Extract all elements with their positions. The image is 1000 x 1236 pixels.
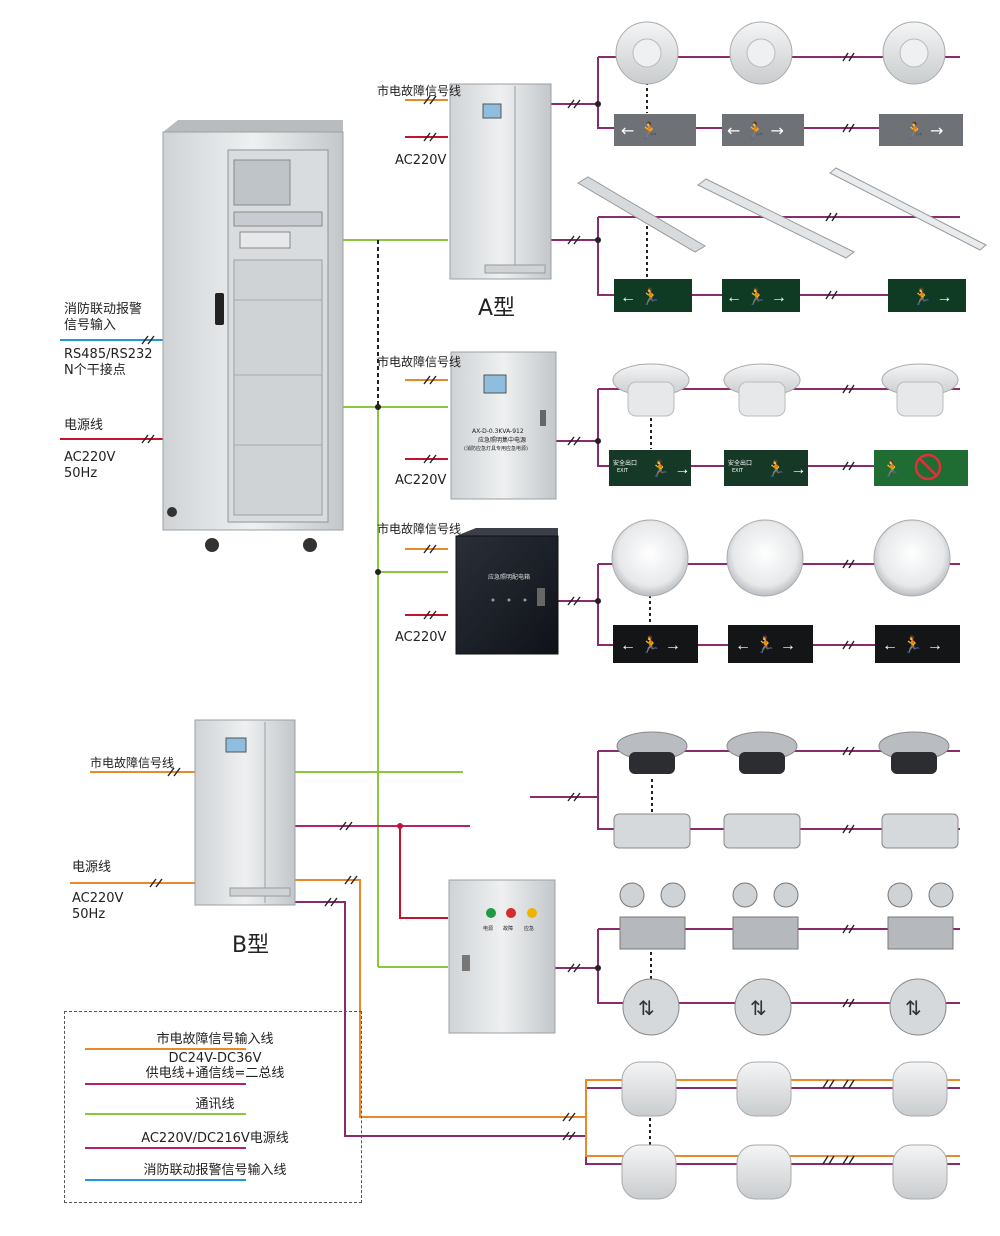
- svg-text:🏃 →: 🏃 →: [912, 287, 952, 306]
- cabinet-b: [194, 719, 296, 906]
- rs-label-2: N个干接点: [64, 363, 126, 378]
- smoke-detector-2: [729, 21, 793, 85]
- exit-sign-2-en: EXIT: [732, 468, 744, 474]
- smoke-detector-row: [615, 21, 946, 85]
- svg-text:🏃 →: 🏃 →: [766, 459, 806, 478]
- main-power-label: 电源线: [64, 418, 104, 433]
- explosion-proof-sign-row: [613, 813, 959, 849]
- svg-text:⇅: ⇅: [750, 998, 767, 1020]
- cabinet-b-type-label: B型: [232, 933, 270, 958]
- legend-ac-power: AC220V/DC216V电源线: [141, 1131, 289, 1146]
- tube-light-row: [577, 167, 987, 259]
- legend-lines: [85, 1048, 246, 1181]
- cabinet-a2: [450, 351, 557, 500]
- exit-sign-1-cn: 安全出口: [613, 460, 638, 467]
- smoke-detector-3: [882, 21, 946, 85]
- legend-fire-alarm: 消防联动报警信号输入线: [143, 1163, 287, 1178]
- ceiling-light-rows: [621, 1061, 948, 1200]
- cabinet-a3-panel-label: 应急照明配电箱: [488, 574, 531, 581]
- cabinet-a-fault-signal-label: 市电故障信号线: [377, 84, 462, 98]
- green-exit-sign-row: ← 🏃 ← 🏃 → 🏃 →: [614, 279, 966, 312]
- cabinet-a2-panel-model: AX-D-0.3KVA-912: [472, 428, 524, 435]
- exit-sign-2-cn: 安全出口: [728, 460, 753, 467]
- recessed-downlight-row: [616, 731, 950, 774]
- svg-text:← 🏃 →: ← 🏃 →: [726, 287, 787, 306]
- control-box: [448, 879, 556, 1034]
- rs-label-1: RS485/RS232: [64, 347, 153, 362]
- legend-dc-bus-2: 供电线+通信线=二总线: [145, 1066, 285, 1081]
- control-box-lamp-3: 应急: [524, 926, 535, 932]
- cabinet-b-fault-signal-label: 市电故障信号线: [90, 756, 175, 770]
- cabinet-a: [449, 83, 552, 280]
- fire-alarm-label-1: 消防联动报警: [64, 302, 143, 317]
- svg-text:← 🏃 →: ← 🏃 →: [727, 121, 784, 140]
- cabinet-a-ac-label: AC220V: [395, 153, 447, 168]
- control-box-lamp-1: 电源: [483, 926, 494, 932]
- legend-dc-bus-1: DC24V-DC36V: [168, 1051, 262, 1066]
- cabinet-a2-panel-name: 应急照明集中电源: [478, 437, 527, 444]
- svg-text:🏃 →: 🏃 →: [905, 121, 943, 140]
- led-spot-row: [611, 519, 951, 597]
- svg-text:🏃: 🏃: [882, 459, 902, 478]
- main-control-cabinet: [162, 120, 344, 552]
- exit-sign-1-en: EXIT: [617, 468, 629, 474]
- black-exit-sign-row: ← 🏃 → ← 🏃 → ← 🏃 →: [613, 625, 960, 663]
- legend-fault-signal: 市电故障信号输入线: [156, 1032, 274, 1047]
- control-box-lamp-2: 故障: [503, 926, 514, 932]
- cabinet-a-type-label: A型: [478, 296, 516, 321]
- fire-alarm-label-2: 信号输入: [64, 318, 117, 333]
- legend: [64, 1011, 362, 1203]
- svg-text:🏃 →: 🏃 →: [650, 459, 690, 478]
- cabinet-a2-fault-signal-label: 市电故障信号线: [377, 355, 462, 369]
- safety-exit-sign-row: 🏃 → 🏃 → 🏃: [609, 450, 968, 486]
- svg-text:⇅: ⇅: [905, 998, 922, 1020]
- twin-head-light-row: [619, 882, 954, 950]
- cabinet-a3-ac-label: AC220V: [395, 630, 447, 645]
- svg-text:⇅: ⇅: [638, 998, 655, 1020]
- cabinet-a2-panel-note: (消防应急灯具专用应急电源): [464, 446, 528, 452]
- grey-exit-sign-row: ← 🏃 ← 🏃 → 🏃 →: [614, 114, 963, 146]
- legend-comms: 通讯线: [195, 1097, 235, 1112]
- main-power-ac-1: AC220V: [64, 450, 116, 465]
- cabinet-b-ac-1: AC220V: [72, 891, 124, 906]
- cabinet-a3: [455, 528, 559, 655]
- svg-text:← 🏃: ← 🏃: [621, 121, 659, 140]
- cabinet-b-ac-2: 50Hz: [72, 907, 106, 922]
- cabinet-a3-fault-signal-label: 市电故障信号线: [377, 522, 462, 536]
- svg-text:← 🏃: ← 🏃: [620, 287, 660, 306]
- svg-text:← 🏃 →: ← 🏃 →: [882, 635, 943, 654]
- main-power-ac-2: 50Hz: [64, 466, 98, 481]
- floor-direction-light-row: ⇅ ⇅ ⇅: [622, 978, 947, 1036]
- downlight-row: [612, 363, 959, 417]
- cabinet-b-power-label: 电源线: [72, 860, 112, 875]
- smoke-detector-1: [615, 21, 679, 85]
- svg-text:← 🏃 →: ← 🏃 →: [735, 635, 796, 654]
- svg-text:← 🏃 →: ← 🏃 →: [620, 635, 681, 654]
- cabinet-a2-ac-label: AC220V: [395, 473, 447, 488]
